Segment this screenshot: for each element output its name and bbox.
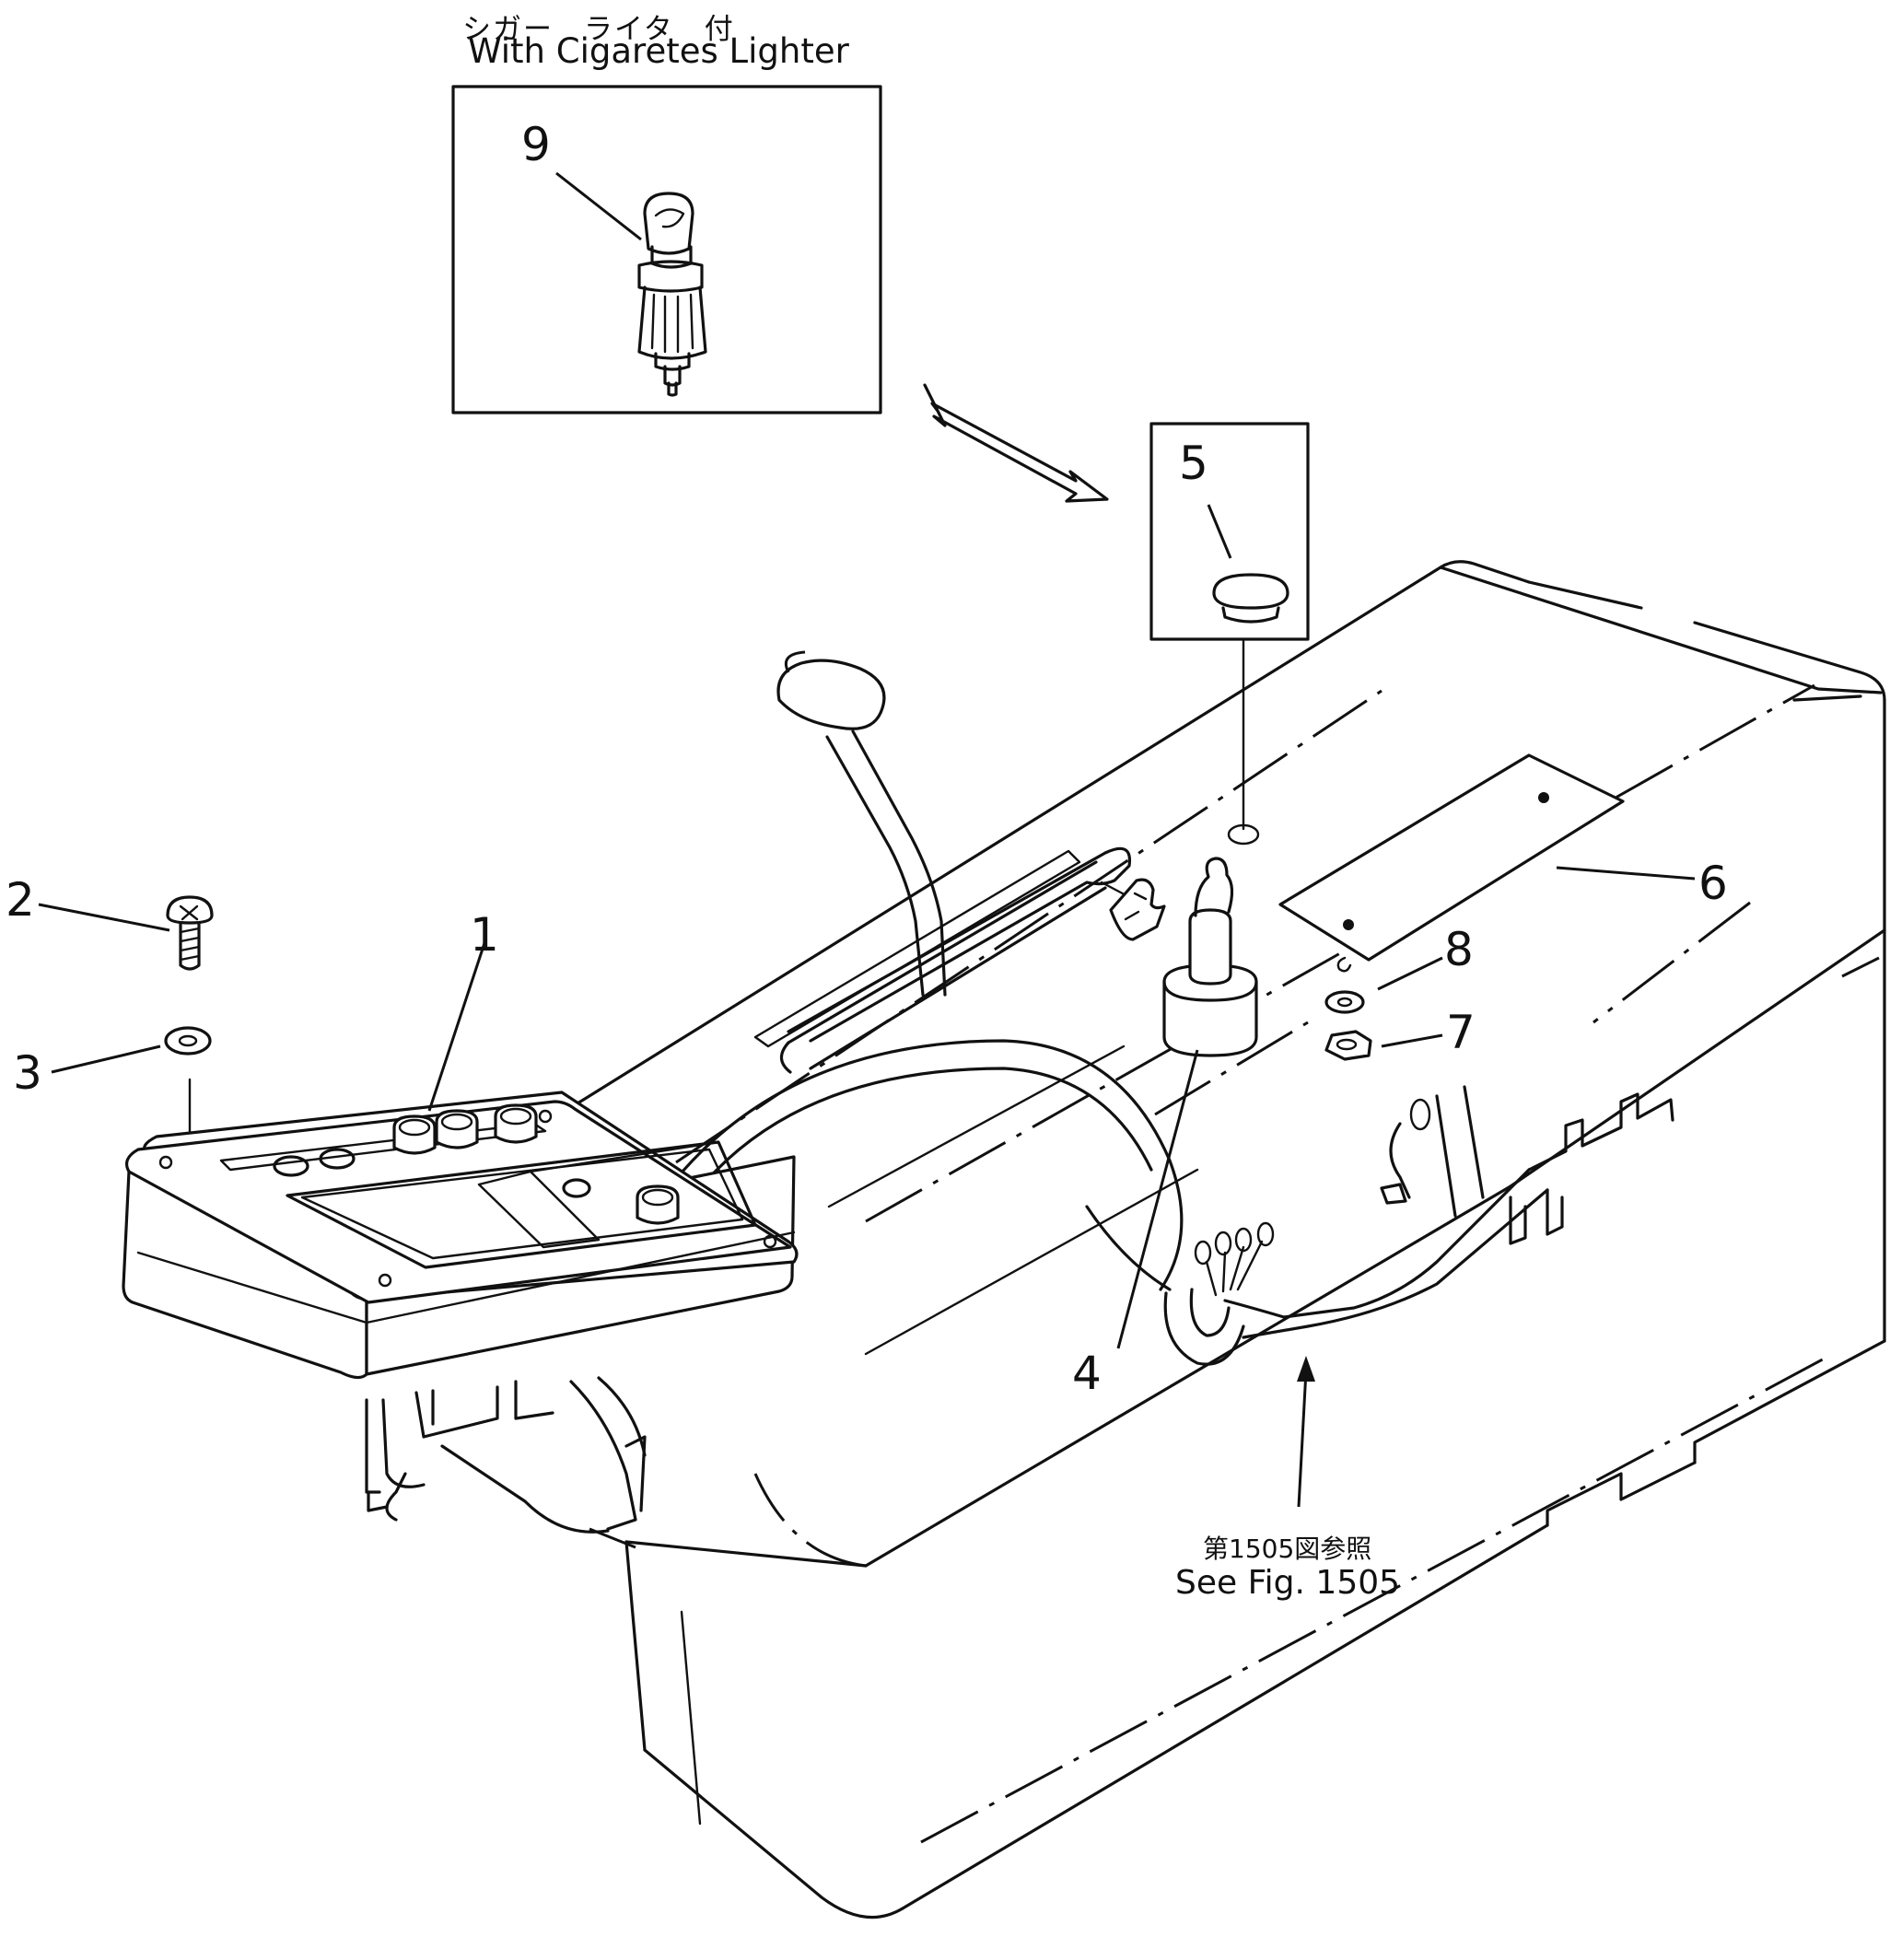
double-arrow [923, 383, 1109, 503]
console-body [564, 560, 1886, 1919]
leader-7 [1381, 1033, 1443, 1048]
leader-8 [1377, 956, 1443, 991]
leader-6 [1556, 866, 1696, 881]
cigarette-lighter-drawing [637, 192, 707, 397]
cigarette-lighter-inset-box [451, 85, 882, 414]
callout-5: 5 [1179, 437, 1208, 490]
callout-7: 7 [1446, 1006, 1476, 1059]
screw-2 [166, 895, 214, 971]
callout-1: 1 [470, 908, 499, 962]
leader-4 [1116, 1049, 1199, 1349]
washer-8 [1324, 990, 1365, 1014]
key-switch [1109, 857, 1258, 1057]
reference-text-jp: 第1505図参照 [1203, 1534, 1372, 1564]
inset-title-en: With Cigaretes Lighter [468, 31, 849, 71]
slots [753, 846, 1135, 1074]
leader-2 [38, 903, 170, 932]
callout-9: 9 [521, 118, 551, 171]
nut-7 [1324, 1030, 1372, 1061]
reference-arrow [1297, 1356, 1315, 1508]
leader-1 [427, 942, 486, 1112]
lever [776, 650, 947, 997]
harness [674, 1039, 1674, 1366]
callout-8: 8 [1444, 923, 1474, 976]
washer-3 [164, 1026, 212, 1056]
callout-2: 2 [6, 873, 35, 927]
inset-title-jp: シガー ライタ 付 [462, 13, 735, 46]
cap-drawing [1212, 573, 1289, 624]
leader-3 [51, 1044, 161, 1074]
callout-6: 6 [1698, 857, 1728, 910]
cap-inset-box [1149, 422, 1310, 641]
reference-text-en: See Fig. 1505 [1175, 1564, 1401, 1602]
leader-9 [555, 171, 642, 241]
callout-4: 4 [1072, 1347, 1102, 1400]
plate [1278, 753, 1625, 973]
callout-3: 3 [13, 1046, 42, 1100]
leader-5 [1207, 504, 1232, 559]
monitor-panel [122, 1091, 799, 1534]
